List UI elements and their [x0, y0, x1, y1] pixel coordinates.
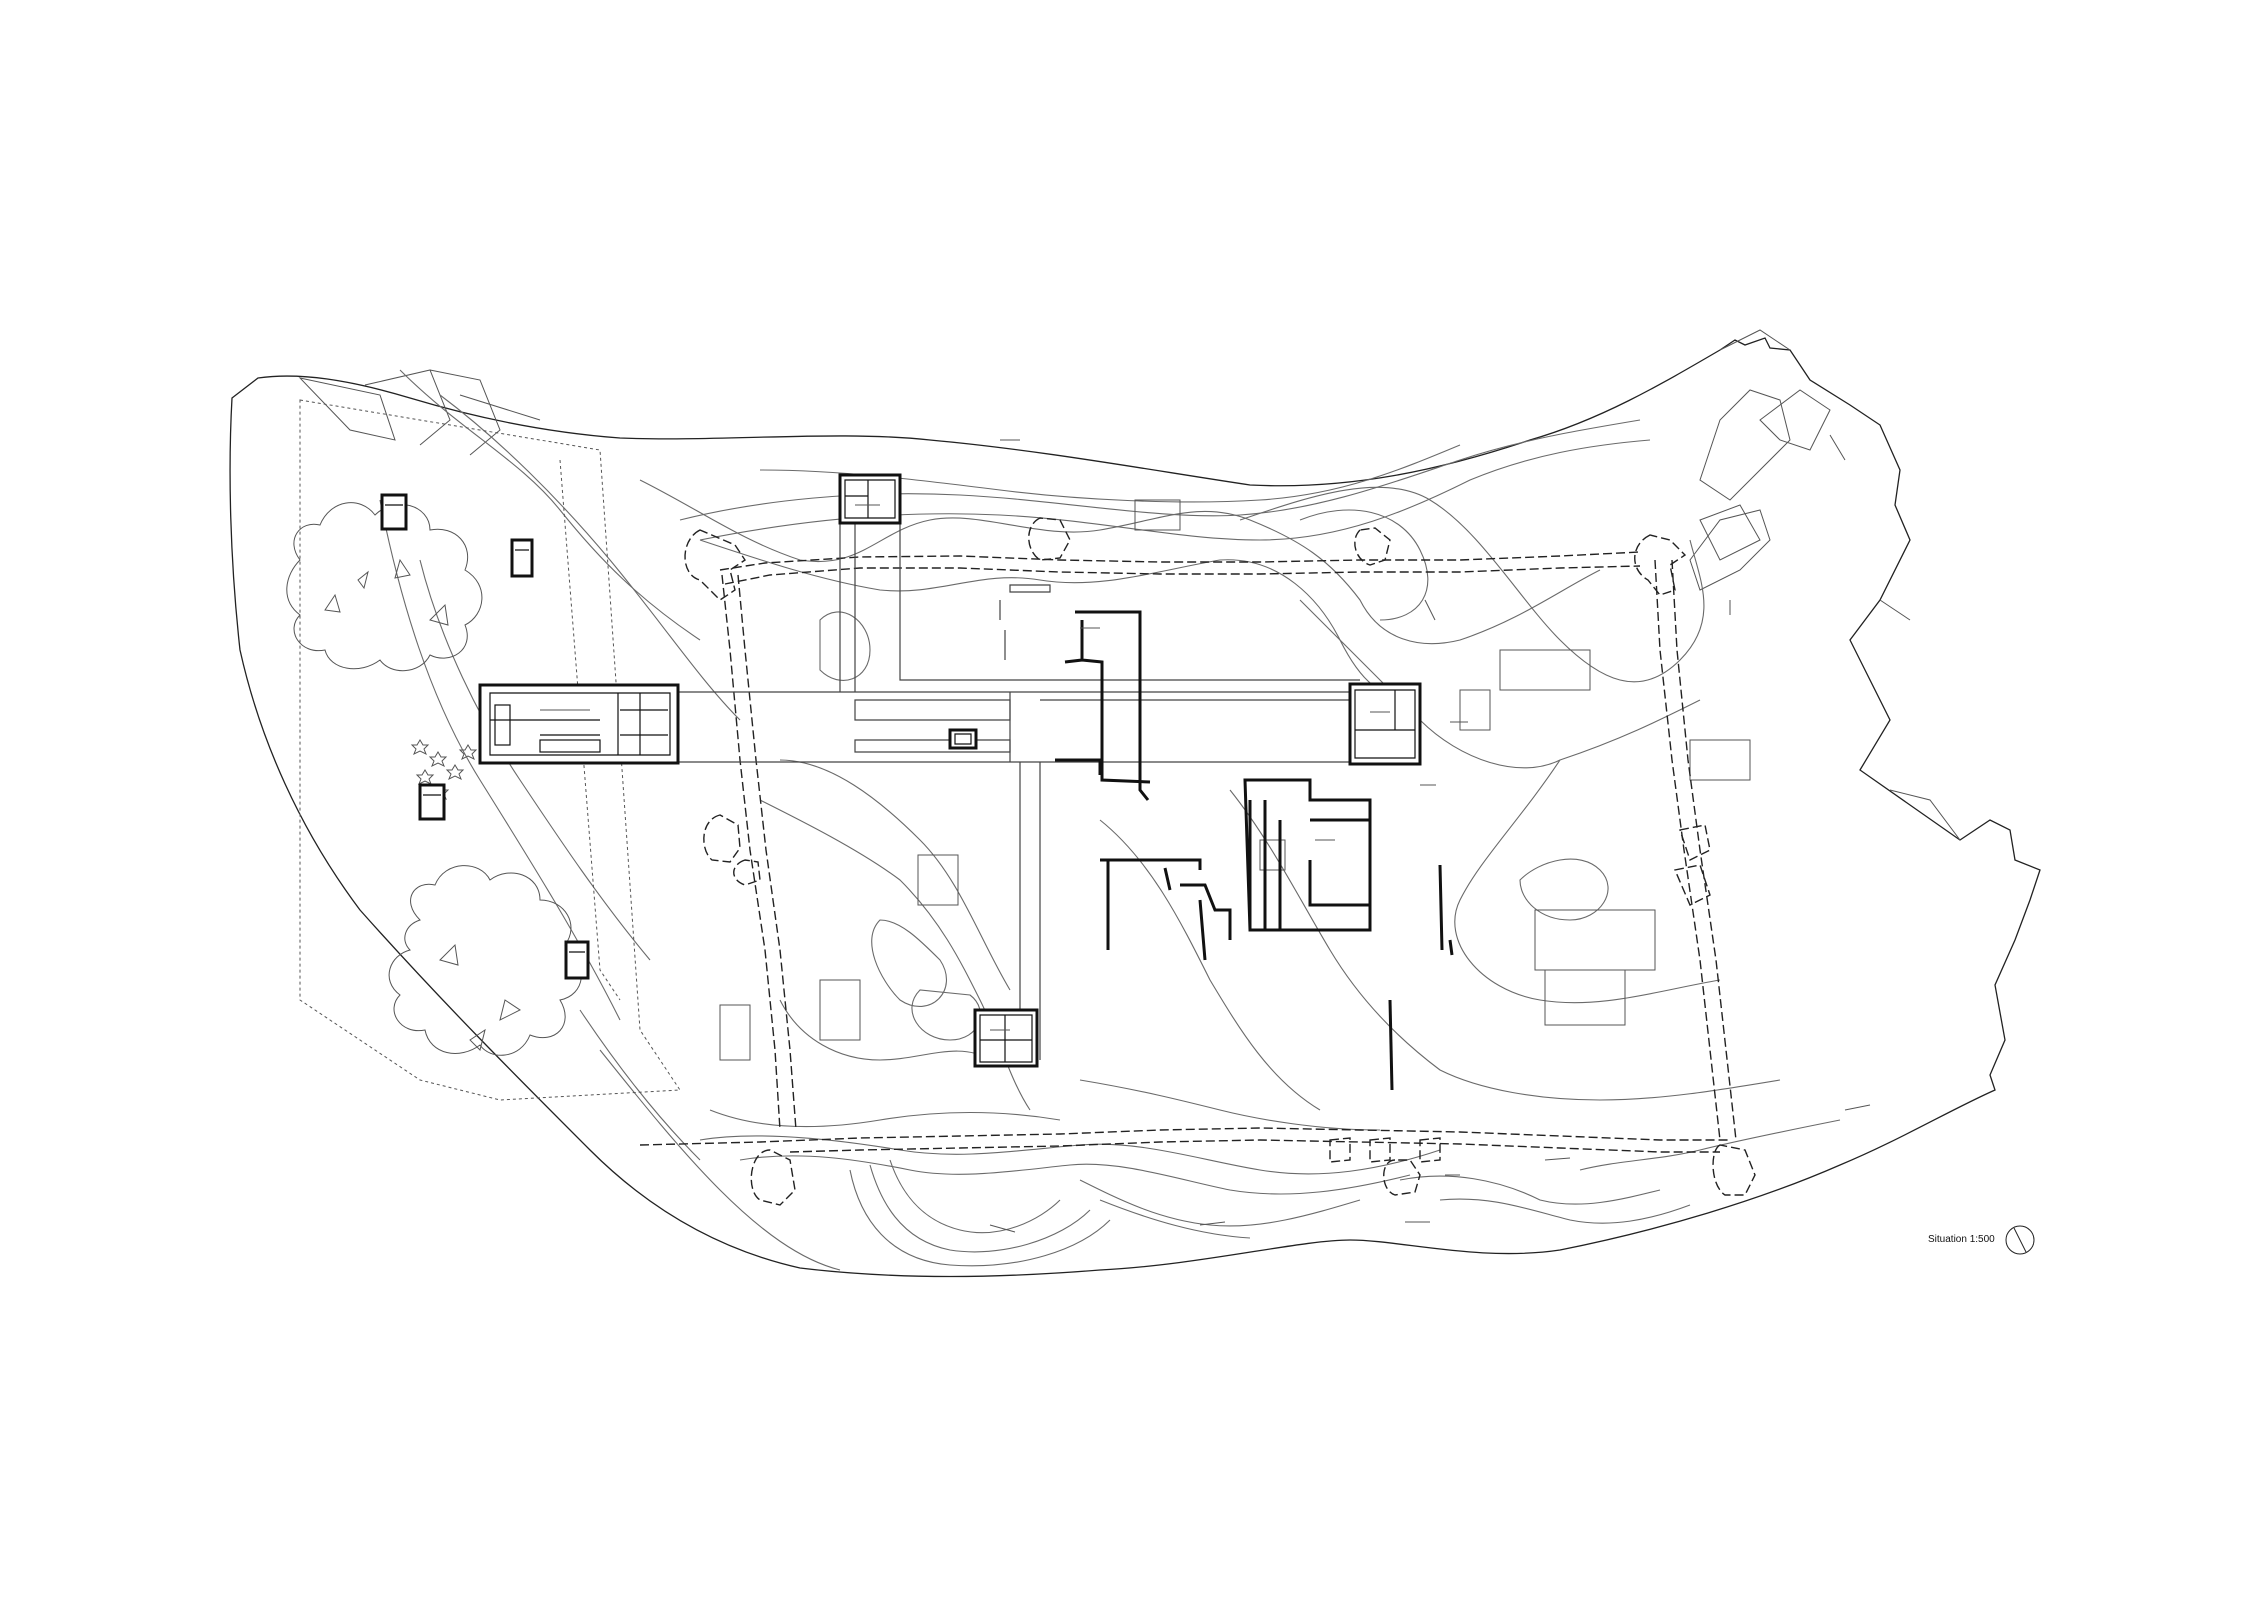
contour-lines — [379, 369, 1841, 1271]
building-east-pavilion — [1348, 682, 1422, 766]
bastions — [684, 517, 1756, 1206]
fortress-ramparts — [639, 551, 1737, 1153]
west-enclosure — [299, 399, 681, 1101]
west-enclosure-inner — [559, 459, 621, 1001]
building-north-pavilion — [838, 473, 902, 525]
drawing-annotations — [540, 434, 1871, 1233]
tree-cluster-north — [286, 502, 483, 672]
north-arrow-icon — [2005, 1225, 2035, 1255]
neighbour-parcel-east — [1699, 329, 1961, 841]
neighbour-building-ne — [1699, 389, 1791, 501]
ruin-walls — [1055, 610, 1454, 1091]
site-boundary — [229, 337, 2041, 1278]
scale-label: Situation 1:500 — [1928, 1234, 1995, 1245]
existing-footprints — [719, 499, 1751, 1061]
nw-parcel-lines — [298, 369, 541, 456]
building-west-pavilion — [478, 683, 680, 765]
building-south-pavilion — [973, 1008, 1039, 1068]
path-network — [660, 480, 1360, 1060]
tree-cluster-south — [388, 865, 582, 1056]
cabin-group — [380, 493, 590, 980]
neighbour-building-ne-2 — [1689, 509, 1771, 591]
kiosk — [948, 728, 978, 750]
